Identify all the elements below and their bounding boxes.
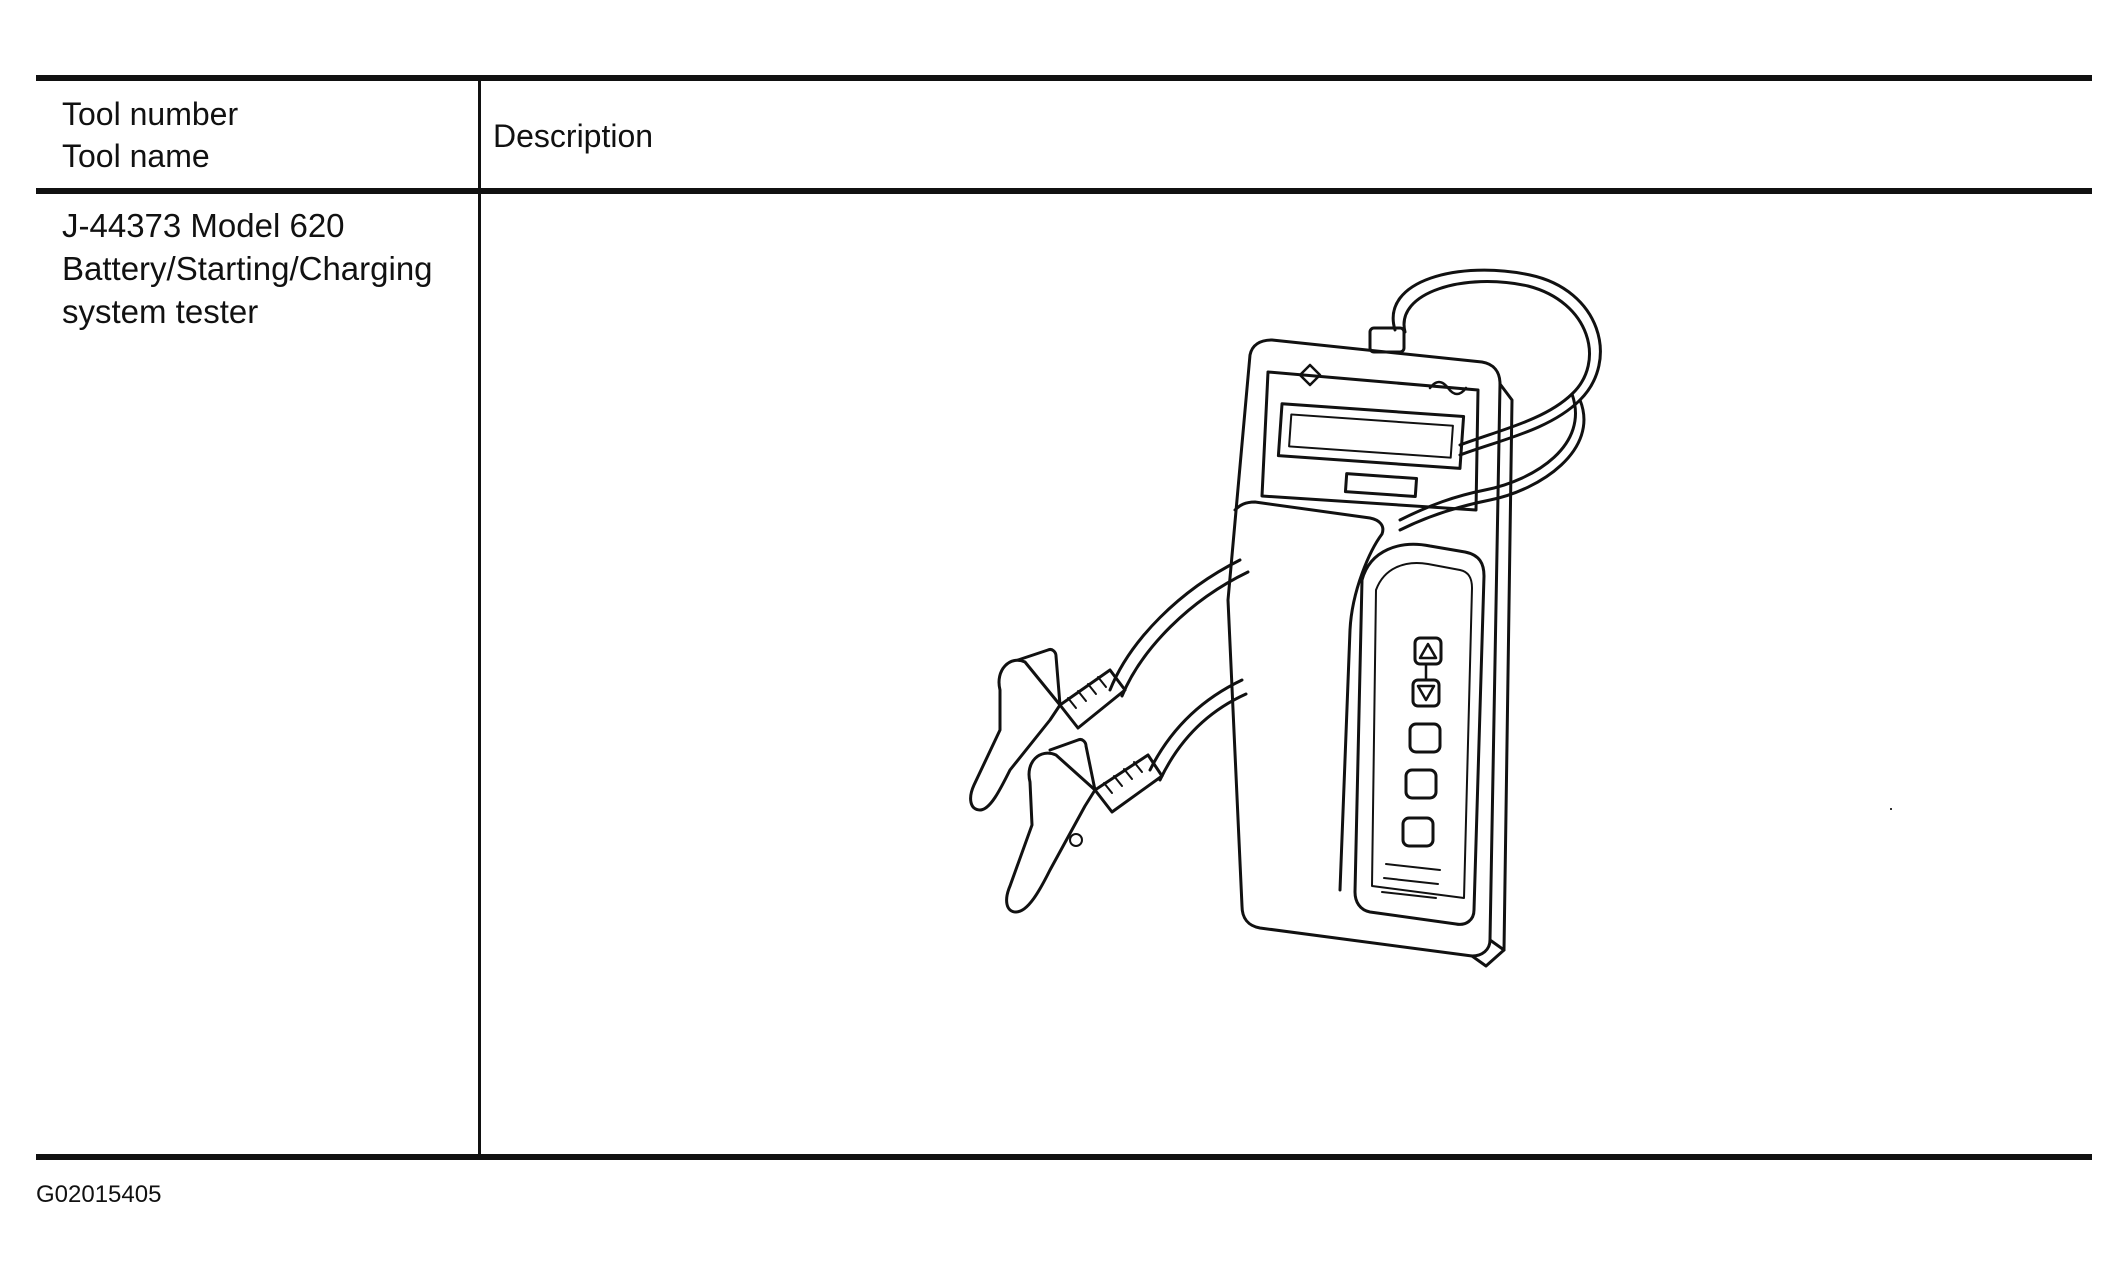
display-label [1343,472,1419,498]
tester-illustration [969,268,1602,968]
up-arrow-icon [1418,642,1438,660]
tool-line-1: J-44373 Model 620 [62,207,345,244]
wave-icon [1428,380,1468,396]
clamp-cables [1108,558,1250,698]
lcd-display [1276,402,1466,470]
keypad-button-1 [1408,722,1442,754]
clamp-2-boot [1093,753,1164,814]
clamp-1-jaw [969,658,1062,812]
tool-line-3: system tester [62,293,259,330]
header-tool-column: Tool number Tool name [62,93,238,177]
header-description: Description [493,118,654,154]
tool-line-2: Battery/Starting/Charging [62,250,433,287]
table-bottom-rule [36,1154,2092,1160]
top-cable [1391,268,1602,457]
up-arrow-button [1413,636,1443,666]
table-row-tool-cell: J-44373 Model 620 Battery/Starting/Charg… [62,204,433,333]
display-bezel [1260,370,1480,512]
clamp-2-jaw [1005,751,1097,914]
scan-speck [1890,808,1892,810]
table-header-rule [36,188,2092,194]
keypad-button-2 [1404,768,1438,800]
clamp-1-boot [1058,668,1127,730]
table-top-rule [36,75,2092,81]
down-arrow-button [1411,678,1441,708]
keypad-panel [1353,542,1486,926]
tester-housing [1226,338,1502,958]
table-column-divider [478,78,481,1156]
cable-strain-relief [1368,326,1406,354]
figure-id: G02015405 [36,1181,162,1208]
down-arrow-icon [1416,684,1436,702]
keypad-button-3 [1401,816,1435,848]
header-tool-number: Tool number [62,96,239,132]
header-tool-name: Tool name [62,138,210,174]
clamp-icon [1298,363,1322,387]
